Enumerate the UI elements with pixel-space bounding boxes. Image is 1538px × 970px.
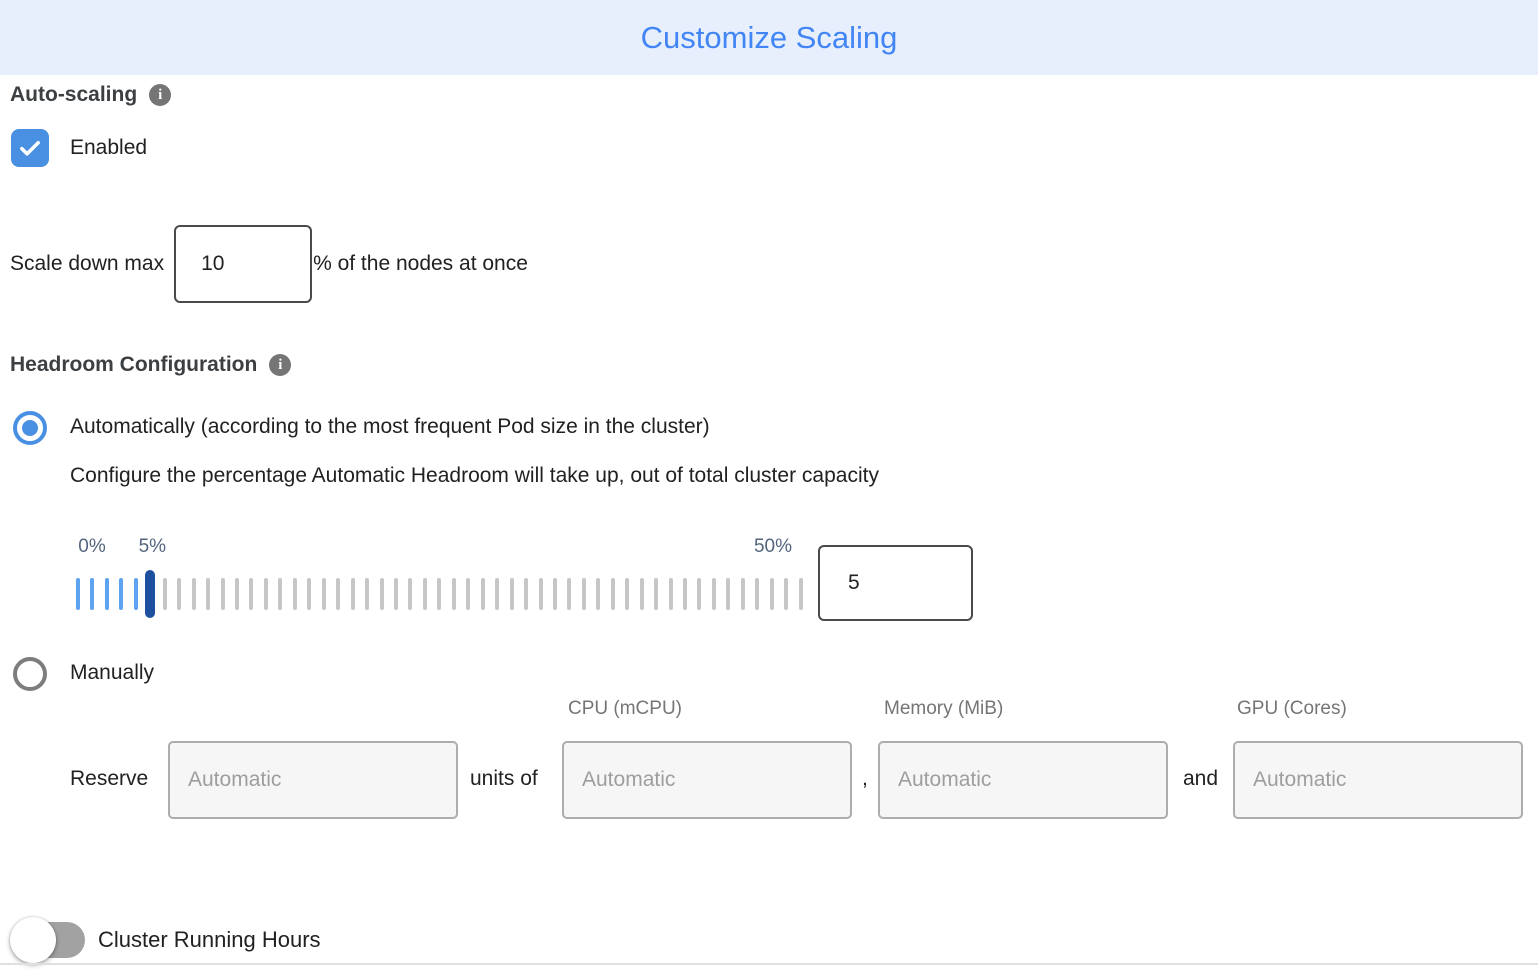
comma-separator: , xyxy=(862,767,868,790)
slider-tick xyxy=(711,578,716,610)
info-icon[interactable]: i xyxy=(269,354,292,376)
slider-tick xyxy=(495,578,500,610)
slider-tick xyxy=(336,578,341,610)
slider-tick xyxy=(798,578,803,610)
auto-scaling-enabled-label[interactable]: Enabled xyxy=(70,136,148,159)
slider-tick xyxy=(581,578,586,610)
slider-max-label: 50% xyxy=(753,536,793,557)
checkmark-icon xyxy=(20,141,40,156)
slider-tick xyxy=(220,578,225,610)
slider-tick xyxy=(90,578,95,610)
slider-tick xyxy=(524,578,529,610)
reserve-memory-input[interactable] xyxy=(878,741,1168,819)
toggle-knob xyxy=(10,917,56,963)
column-header-cpu: CPU (mCPU) xyxy=(568,698,682,719)
slider-tick xyxy=(480,578,485,610)
slider-tick xyxy=(350,578,355,610)
headroom-section-header: Headroom Configuration i xyxy=(10,353,292,377)
bottom-divider xyxy=(0,963,1538,965)
slider-tick xyxy=(466,578,471,610)
slider-tick xyxy=(292,578,297,610)
headroom-slider: 0% 5% 50% xyxy=(76,536,996,628)
column-header-gpu: GPU (Cores) xyxy=(1237,698,1347,719)
dialog-header: Customize Scaling xyxy=(0,0,1538,75)
cluster-running-hours-label[interactable]: Cluster Running Hours xyxy=(98,927,321,952)
slider-tick xyxy=(509,578,514,610)
slider-tick xyxy=(437,578,442,610)
slider-tick xyxy=(393,578,398,610)
slider-tick xyxy=(234,578,239,610)
slider-tick xyxy=(365,578,370,610)
slider-tick xyxy=(191,578,196,610)
slider-min-label: 0% xyxy=(78,536,106,557)
slider-tick xyxy=(740,578,745,610)
and-separator: and xyxy=(1183,767,1219,790)
cluster-running-hours-toggle[interactable] xyxy=(10,917,85,963)
slider-tick xyxy=(162,578,167,610)
headroom-slider-ticks[interactable] xyxy=(76,578,803,610)
slider-tick xyxy=(104,578,109,610)
slider-tick xyxy=(769,578,774,610)
slider-tick xyxy=(76,578,80,610)
slider-tick xyxy=(263,578,268,610)
scale-down-suffix: % of the nodes at once xyxy=(313,252,528,275)
slider-tick xyxy=(206,578,211,610)
units-of-label: units of xyxy=(470,767,538,790)
slider-tick xyxy=(538,578,543,610)
slider-tick xyxy=(784,578,789,610)
slider-tick xyxy=(567,578,572,610)
headroom-slider-handle[interactable] xyxy=(145,570,156,618)
headroom-description: Configure the percentage Automatic Headr… xyxy=(70,464,879,487)
slider-tick xyxy=(639,578,644,610)
slider-tick xyxy=(379,578,384,610)
headroom-percentage-input[interactable] xyxy=(818,545,973,621)
dialog-title: Customize Scaling xyxy=(640,19,898,55)
slider-tick xyxy=(552,578,557,610)
info-icon[interactable]: i xyxy=(149,84,172,106)
slider-tick xyxy=(119,578,124,610)
slider-tick xyxy=(451,578,456,610)
slider-tick xyxy=(654,578,659,610)
headroom-config-label: Headroom Configuration xyxy=(10,353,258,376)
slider-tick xyxy=(249,578,254,610)
slider-tick xyxy=(755,578,760,610)
reserve-cpu-input[interactable] xyxy=(562,741,852,819)
slider-tick xyxy=(610,578,615,610)
auto-scaling-section-header: Auto-scaling i xyxy=(10,83,172,107)
reserve-units-input[interactable] xyxy=(168,741,458,819)
headroom-automatic-radio[interactable] xyxy=(13,411,47,445)
reserve-label: Reserve xyxy=(70,767,149,790)
slider-tick xyxy=(321,578,326,610)
slider-tick xyxy=(177,578,182,610)
headroom-automatic-radio-label[interactable]: Automatically (according to the most fre… xyxy=(70,415,710,438)
slider-tick xyxy=(625,578,630,610)
slider-tick xyxy=(278,578,283,610)
scale-down-row: Scale down max % of the nodes at once xyxy=(10,224,528,304)
slider-tick xyxy=(133,578,138,610)
column-header-memory: Memory (MiB) xyxy=(884,698,1004,719)
slider-tick xyxy=(668,578,673,610)
auto-scaling-label: Auto-scaling xyxy=(10,83,138,106)
slider-tick xyxy=(596,578,601,610)
scale-down-prefix: Scale down max xyxy=(10,252,165,275)
headroom-manually-radio-label[interactable]: Manually xyxy=(70,661,155,684)
radio-dot xyxy=(22,420,38,436)
reserve-gpu-input[interactable] xyxy=(1233,741,1523,819)
slider-tick xyxy=(726,578,731,610)
slider-tick xyxy=(408,578,413,610)
slider-value-label: 5% xyxy=(138,536,167,557)
auto-scaling-enabled-checkbox[interactable] xyxy=(11,129,49,167)
slider-tick xyxy=(697,578,702,610)
slider-tick xyxy=(422,578,427,610)
scale-down-max-input[interactable] xyxy=(174,225,313,303)
slider-tick xyxy=(307,578,312,610)
headroom-manually-radio[interactable] xyxy=(13,657,47,691)
slider-tick xyxy=(683,578,688,610)
